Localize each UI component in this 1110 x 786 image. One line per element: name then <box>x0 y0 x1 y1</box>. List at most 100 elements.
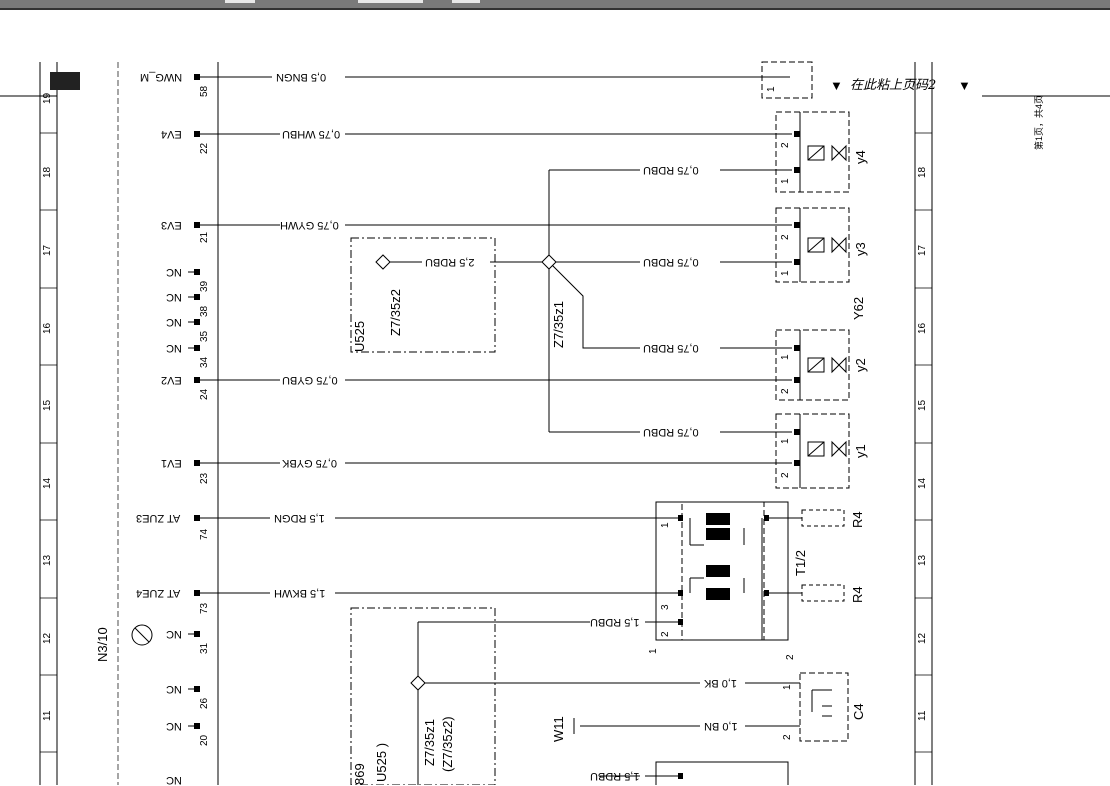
ruler-row-16: 16 <box>42 322 53 334</box>
pin-number: 24 <box>199 388 210 400</box>
pin-number: 34 <box>199 356 210 368</box>
t1-pin: 1 <box>660 522 671 528</box>
pin-signal: NC <box>166 774 182 786</box>
ruler-row-13-right: 13 <box>917 554 928 566</box>
pin-signal: NC <box>166 291 182 303</box>
lower-z7-35z1: Z7/35z1 <box>422 719 437 766</box>
pin-number: 74 <box>199 528 210 540</box>
pin-number: 23 <box>199 472 210 484</box>
y2-label: y2 <box>853 358 868 372</box>
pin-signal: NC <box>166 628 182 640</box>
valve-pin: 2 <box>780 142 791 148</box>
y62-label: Y62 <box>851 296 866 320</box>
rdbu-y3-label: 0,75 RDBU <box>643 256 699 268</box>
c4-pin: 1 <box>782 684 793 690</box>
pin-number: 20 <box>199 734 210 746</box>
pin-signal: NC <box>166 316 182 328</box>
z7-35z1-label: Z7/35z1 <box>551 301 566 348</box>
rdbu-y1-label: 0,75 RDBU <box>643 426 699 438</box>
rdbu-t1-label: 1,5 RDBU <box>590 616 640 628</box>
wire-label: 0,75 GYBK <box>282 457 338 469</box>
u525-label: U525 <box>352 320 367 352</box>
pin-signal: NC <box>166 342 182 354</box>
c4-label: C4 <box>851 703 866 720</box>
pin-number: 73 <box>199 602 210 614</box>
wire-label: 0,75 GYWH <box>280 219 339 231</box>
wire-label: 0,75 WHBU <box>282 128 341 140</box>
valve-pin: 2 <box>780 388 791 394</box>
lower-u869: 869 <box>352 763 367 785</box>
pin-signal: AT ZUE3 <box>136 512 181 524</box>
y1-label: y1 <box>853 444 868 458</box>
pin-signal: NC <box>166 683 182 695</box>
ruler-row-12: 12 <box>42 632 53 644</box>
valve-pin: 1 <box>780 354 791 360</box>
pin-number: 39 <box>199 280 210 292</box>
t1-pin: 3 <box>660 604 671 610</box>
valve-pin: 2 <box>780 234 791 240</box>
toolbar-tab[interactable] <box>452 0 480 3</box>
pin-number: 38 <box>199 305 210 317</box>
wire-label: 0,5 BNGN <box>276 71 327 83</box>
triangle-down-icon: ▼ <box>958 78 971 93</box>
ruler-row-15-right: 15 <box>917 399 928 411</box>
ruler-row-11: 11 <box>42 710 53 721</box>
pin-signal: EV3 <box>161 219 182 231</box>
ruler-row-18-right: 18 <box>917 166 928 178</box>
pin-number: 58 <box>199 85 210 97</box>
rdbu-bottom-label: 1,5 RDBU <box>590 770 640 782</box>
ruler-row-14: 14 <box>42 477 53 489</box>
z7-35z2-label: Z7/35z2 <box>388 289 403 336</box>
c4-wire-bk: 1,0 BK <box>704 677 738 689</box>
valve-pin: 1 <box>780 438 791 444</box>
rdbu-y2-label: 0,75 RDBU <box>643 342 699 354</box>
connector-name: N3/10 <box>95 627 110 662</box>
ruler-row-16-right: 16 <box>917 322 928 334</box>
valve-pin: 1 <box>780 178 791 184</box>
paste-page-note: 在此粘上页码2 <box>850 78 937 93</box>
relay-pin: 1 <box>766 86 777 92</box>
toolbar-tab[interactable] <box>225 0 255 3</box>
w11-label: W11 <box>551 716 566 742</box>
page-info: 第1页，共4页 <box>1034 94 1044 150</box>
pin-number: 35 <box>199 330 210 342</box>
wire-label: 1,5 BKWH <box>274 587 326 599</box>
pin-signal: EV2 <box>161 374 182 386</box>
viewer-toolbar <box>0 0 1110 10</box>
t1-pin: 1 <box>648 648 659 654</box>
pin-signal: EV4 <box>161 128 182 140</box>
pin-number: 31 <box>199 642 210 654</box>
toolbar-tab[interactable] <box>358 0 423 3</box>
triangle-down-icon: ▼ <box>830 78 843 93</box>
wire-label: 0,75 GYBU <box>282 374 338 386</box>
t12-label: T1/2 <box>793 549 808 576</box>
ruler-row-11-right: 11 <box>917 710 928 721</box>
rdbu-y4-label: 0,75 RDBU <box>643 164 699 176</box>
lower-u525: U525 ) <box>374 742 389 782</box>
pin-number: 26 <box>199 697 210 709</box>
r4-top-label: R4 <box>850 511 865 528</box>
c4-wire-bn: 1,0 BN <box>704 720 738 732</box>
lower-z7-35z2: (Z7/35z2) <box>440 716 455 772</box>
ruler-row-17-right: 17 <box>917 244 928 256</box>
t1-pin: 2 <box>660 631 671 637</box>
ruler-row-17: 17 <box>42 244 53 256</box>
ruler-row-13: 13 <box>42 554 53 566</box>
valve-pin: 1 <box>780 270 791 276</box>
valve-pin: 2 <box>780 472 791 478</box>
pin-signal: NC <box>166 720 182 732</box>
pin-number: 21 <box>199 231 210 243</box>
y3-label: y3 <box>853 242 868 256</box>
ruler-row-19: 19 <box>42 92 53 104</box>
ruler-row-18: 18 <box>42 166 53 178</box>
pin-signal: NWG_M <box>140 71 183 83</box>
feed-wire-label: 2,5 RDBU <box>425 256 475 268</box>
pin-number: 22 <box>199 142 210 154</box>
pin-signal: AT ZUE4 <box>136 587 181 599</box>
pin-signal: EV1 <box>161 457 182 469</box>
y4-label: y4 <box>853 150 868 164</box>
pin-signal: NC <box>166 266 182 278</box>
r4-bottom-label: R4 <box>850 586 865 603</box>
c4-pin: 2 <box>782 734 793 740</box>
